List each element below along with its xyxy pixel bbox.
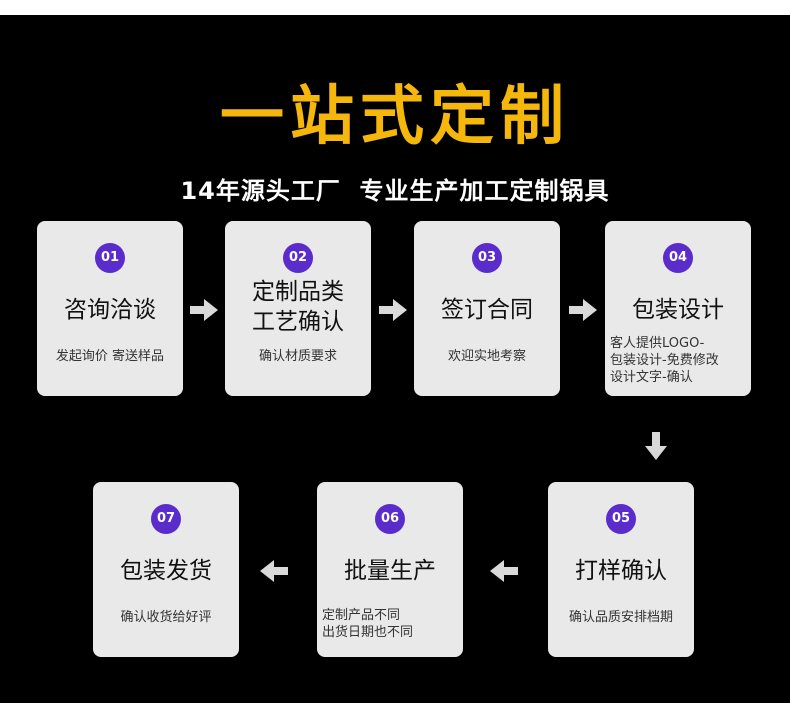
step-description: 发起询价 寄送样品 — [37, 348, 183, 365]
step-description-line: 发起询价 寄送样品 — [55, 349, 165, 364]
step-description-line: 定制产品不同 — [322, 608, 401, 623]
step-number-badge: 03 — [472, 243, 502, 273]
step-title: 包装设计 — [605, 295, 751, 325]
step-card-04: 04 包装设计 客人提供LOGO- 包装设计-免费修改 设计文字-确认 — [605, 221, 751, 396]
step-description: 定制产品不同 出货日期也不同 — [322, 607, 462, 641]
step-title: 定制品类 工艺确认 — [225, 277, 371, 337]
step-title: 批量生产 — [317, 556, 463, 586]
step-card-05: 05 打样确认 确认品质安排档期 — [548, 482, 694, 657]
step-description: 确认材质要求 — [225, 348, 371, 365]
page-subtitle: 14年源头工厂 专业生产加工定制锅具 — [180, 177, 610, 205]
step-title-line: 签订合同 — [441, 297, 533, 323]
step-description-line: 客人提供LOGO- — [610, 336, 705, 351]
step-card-06: 06 批量生产 定制产品不同 出货日期也不同 — [317, 482, 463, 657]
step-description-line: 确认品质安排档期 — [568, 610, 673, 625]
step-description-line: 包装设计-免费修改 — [610, 353, 719, 368]
step-card-02: 02 定制品类 工艺确认 确认材质要求 — [225, 221, 371, 396]
step-number-badge: 02 — [283, 243, 313, 273]
process-panel: 一站式定制 14年源头工厂 专业生产加工定制锅具 01 咨询洽谈 发起询价 寄送… — [0, 15, 790, 703]
step-number-badge: 06 — [375, 504, 405, 534]
step-description: 欢迎实地考察 — [414, 348, 560, 365]
step-title: 咨询洽谈 — [37, 295, 183, 325]
arrow-left-icon — [490, 560, 518, 582]
step-number-badge: 05 — [606, 504, 636, 534]
step-number-badge: 07 — [151, 504, 181, 534]
step-title-line: 批量生产 — [344, 558, 436, 584]
step-title-line: 定制品类 — [252, 279, 344, 305]
step-card-07: 07 包装发货 确认收货给好评 — [93, 482, 239, 657]
step-description: 确认收货给好评 — [93, 609, 239, 626]
step-number-badge: 04 — [663, 243, 693, 273]
arrow-left-icon — [260, 560, 288, 582]
step-title-line: 工艺确认 — [252, 309, 344, 335]
step-description-line: 确认收货给好评 — [120, 610, 212, 625]
step-title-line: 打样确认 — [575, 558, 667, 584]
step-description: 客人提供LOGO- 包装设计-免费修改 设计文字-确认 — [610, 335, 750, 386]
arrow-right-icon — [569, 299, 597, 321]
step-card-01: 01 咨询洽谈 发起询价 寄送样品 — [37, 221, 183, 396]
step-description-line: 确认材质要求 — [258, 349, 337, 364]
step-number-badge: 01 — [95, 243, 125, 273]
step-title: 打样确认 — [548, 556, 694, 586]
arrow-right-icon — [379, 299, 407, 321]
page-title: 一站式定制 — [220, 80, 570, 154]
step-description-line: 欢迎实地考察 — [447, 349, 526, 364]
step-description-line: 出货日期也不同 — [322, 625, 414, 640]
step-title-line: 咨询洽谈 — [64, 297, 156, 323]
step-title-line: 包装设计 — [632, 297, 724, 323]
arrow-down-icon — [645, 432, 667, 460]
step-description: 确认品质安排档期 — [548, 609, 694, 626]
step-description-line: 设计文字-确认 — [610, 370, 693, 385]
arrow-right-icon — [190, 299, 218, 321]
step-card-03: 03 签订合同 欢迎实地考察 — [414, 221, 560, 396]
step-title: 签订合同 — [414, 295, 560, 325]
step-title: 包装发货 — [93, 556, 239, 586]
step-title-line: 包装发货 — [120, 558, 212, 584]
